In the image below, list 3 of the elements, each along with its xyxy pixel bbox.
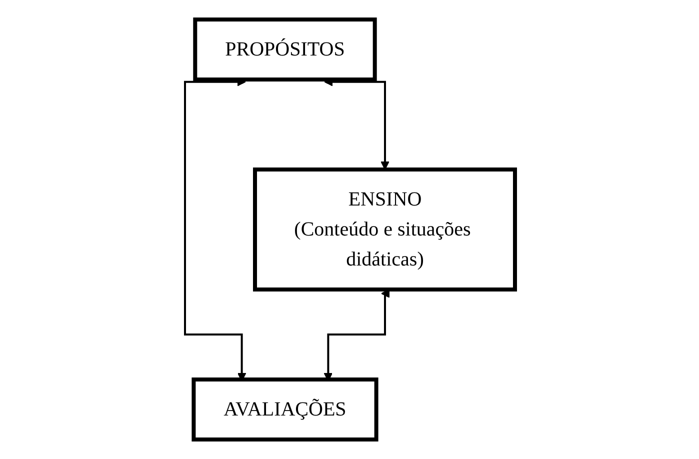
- node-box: PROPÓSITOS: [192, 18, 376, 82]
- node-box: AVALIAÇÕES: [191, 378, 378, 442]
- node-box: ENSINO (Conteúdo e situações didáticas): [252, 168, 516, 292]
